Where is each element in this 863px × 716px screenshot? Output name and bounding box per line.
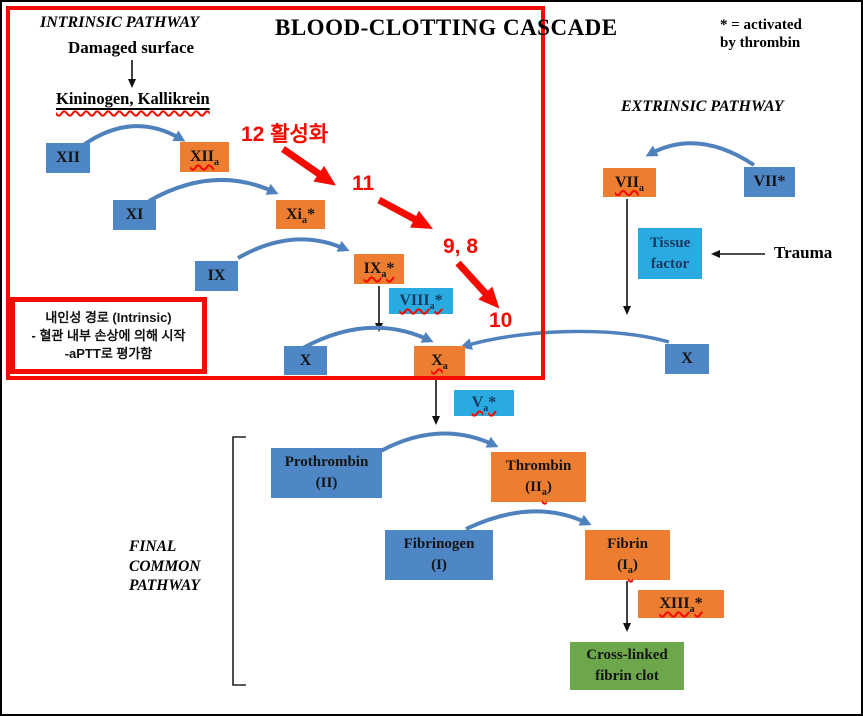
final-line3: PATHWAY: [129, 577, 200, 594]
factor-va-box: Va*: [454, 390, 514, 416]
final-line2: COMMON: [129, 557, 201, 575]
factor-xiiia-box: XIIIa*: [638, 590, 724, 618]
prothrombin-box: Prothrombin (II): [271, 448, 382, 498]
factor-xiia-label: XIIa: [189, 148, 219, 168]
curve-xi-to-xia: [148, 177, 279, 203]
thrombin-box: Thrombin (IIa): [491, 452, 586, 502]
annotation-11: 11: [352, 172, 375, 195]
kininogen-kallikrein-text: Kininogen, Kallikrein: [56, 89, 210, 108]
factor-xii-label: XII: [55, 149, 80, 166]
curve-xright-to-xa: [460, 329, 670, 350]
factor-viiia-label: VIIIa*: [399, 292, 443, 312]
factor-viiia-box: VIIIa*: [389, 288, 453, 314]
extrinsic-pathway-heading: EXTRINSIC PATHWAY: [621, 98, 784, 115]
kininogen-kallikrein-label: Kininogen, Kallikrein: [56, 89, 210, 109]
damaged-surface-label: Damaged surface: [68, 38, 195, 57]
factor-xa-label: Xa: [431, 352, 448, 372]
factor-x-left-label: X: [299, 351, 312, 369]
factor-ixa-box: IXa*: [354, 254, 404, 284]
red-arrow-11: [377, 196, 433, 230]
legend-line2: by thrombin: [720, 35, 801, 51]
factor-x-right-box: X: [665, 344, 709, 374]
cross-linked-fibrin-clot-box: Cross-linked fibrin clot: [570, 642, 684, 690]
fibrin-box: Fibrin (Ia): [585, 530, 670, 580]
factor-xi-label: XI: [125, 206, 144, 223]
curve-fibrinogen-to-fibrin: [465, 509, 592, 531]
final-common-pathway-heading: FINAL COMMON PATHWAY: [129, 537, 200, 596]
thrombin-line2: (IIa): [525, 479, 552, 498]
curve-vii-to-viia: [645, 141, 756, 167]
intrinsic-pathway-heading: INTRINSIC PATHWAY: [40, 14, 199, 31]
fibrin-line2: (Ia): [617, 557, 638, 576]
factor-ix-label: IX: [207, 267, 226, 284]
intrinsic-korean-note: 내인성 경로 (Intrinsic) - 혈관 내부 손상에 의해 시작 -aP…: [10, 297, 207, 374]
curve-ix-to-ixa: [237, 237, 350, 260]
red-arrow-98: [455, 260, 500, 309]
trauma-label: Trauma: [774, 243, 833, 262]
factor-ixa-label: IXa*: [363, 260, 395, 280]
clot-line2: fibrin clot: [595, 668, 659, 684]
tissue-factor-line1: Tissue: [649, 234, 691, 251]
factor-xia-box: Xia*: [276, 200, 325, 229]
clot-line1: Cross-linked: [586, 647, 668, 663]
korean-note-line1: 내인성 경로 (Intrinsic): [45, 309, 172, 325]
page-title: BLOOD-CLOTTING CASCADE: [275, 15, 618, 40]
tissue-factor-line2: factor: [650, 255, 690, 272]
prothrombin-line1: Prothrombin: [284, 454, 369, 470]
korean-note-line3: -aPTT로 평가함: [64, 345, 153, 361]
factor-viia-label: VIIa: [614, 173, 644, 194]
annotation-12-activation: 12 활성화: [241, 123, 329, 146]
fibrinogen-line1: Fibrinogen: [403, 536, 475, 552]
fibrinogen-box: Fibrinogen (I): [385, 530, 493, 580]
factor-viia-box: VIIa: [603, 168, 656, 197]
red-arrow-12: [281, 146, 336, 186]
korean-note-line2: - 혈관 내부 손상에 의해 시작: [31, 327, 186, 343]
factor-xa-box: Xa: [414, 346, 465, 376]
factor-xi-box: XI: [113, 200, 156, 230]
annotation-10: 10: [489, 309, 513, 332]
factor-vii-label: VII*: [753, 173, 786, 190]
factor-x-left-box: X: [284, 346, 327, 375]
factor-xiiia-label: XIIIa*: [659, 595, 703, 615]
factor-xiia-box: XIIa: [180, 142, 229, 172]
curve-x-to-xa: [302, 325, 434, 350]
legend-activated-by-thrombin: * = activated by thrombin: [720, 16, 802, 52]
tissue-factor-box: Tissue factor: [638, 228, 702, 279]
factor-ix-box: IX: [195, 261, 238, 291]
fibrinogen-line2: (I): [431, 557, 447, 573]
final-common-bracket: [232, 436, 246, 686]
factor-xii-box: XII: [46, 143, 90, 173]
factor-va-label: Va*: [471, 394, 497, 414]
annotation-9-8: 9, 8: [443, 235, 479, 258]
factor-xia-label: Xia*: [286, 205, 315, 226]
factor-x-right-label: X: [681, 350, 693, 367]
legend-line1: * = activated: [720, 17, 802, 33]
fibrin-line1: Fibrin: [607, 536, 648, 552]
intrinsic-highlight-frame: [6, 6, 545, 380]
final-line1: FINAL: [129, 538, 177, 555]
prothrombin-line2: (II): [315, 475, 338, 491]
factor-vii-box: VII*: [744, 167, 795, 197]
thrombin-line1: Thrombin: [505, 458, 572, 474]
curve-prothrombin-to-thrombin: [378, 431, 499, 454]
curve-xii-to-xiia: [76, 124, 186, 151]
